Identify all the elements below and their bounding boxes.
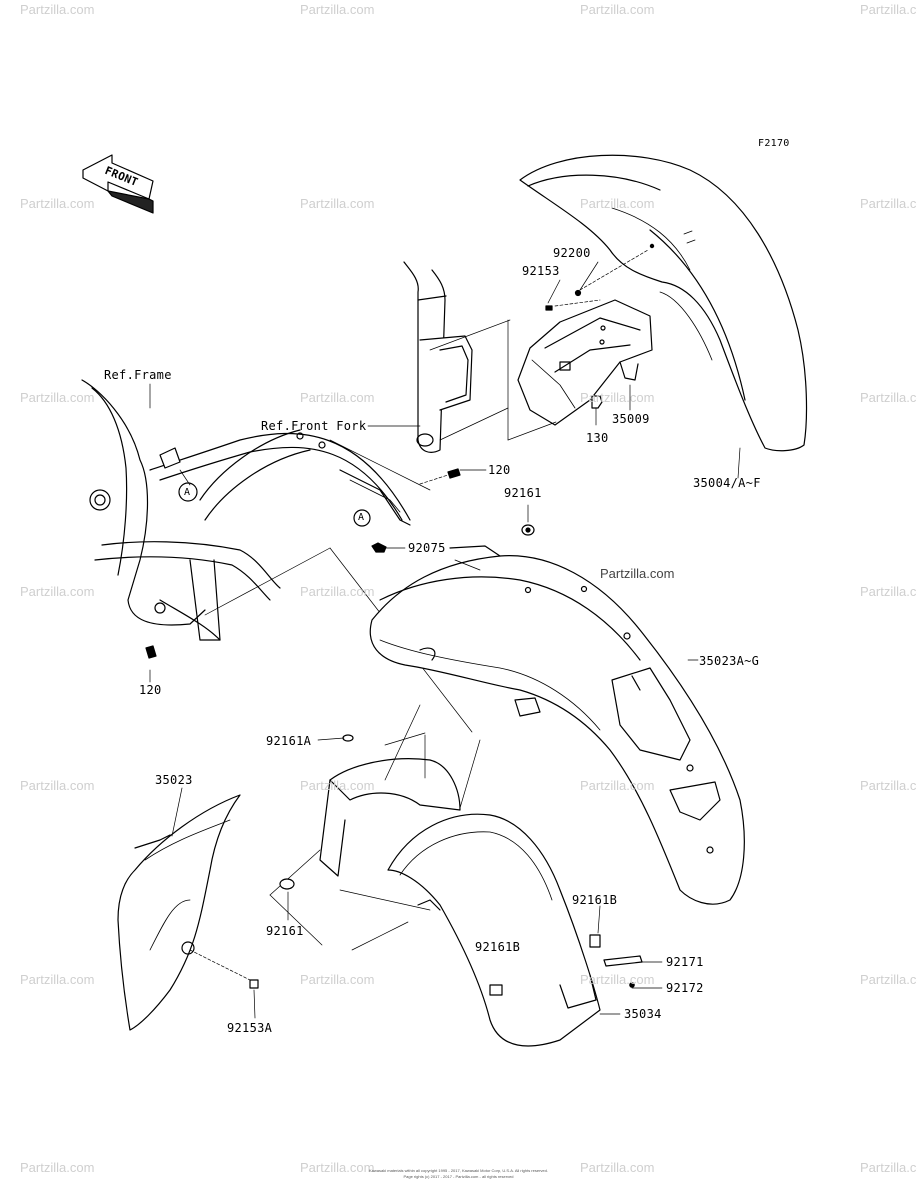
callout-35023[interactable]: 35023: [155, 773, 193, 787]
clip-92075-shape: [371, 542, 387, 553]
watermark: Partzilla.com: [860, 584, 917, 599]
watermark: Partzilla.com: [600, 566, 675, 581]
front-fork-shape: [403, 261, 557, 453]
diagram-code: F2170: [758, 138, 790, 149]
callout-35023ag[interactable]: 35023A~G: [699, 654, 760, 668]
bolt-120-top-shape: [447, 468, 461, 479]
callout-92075[interactable]: 92075: [408, 541, 446, 555]
watermark: Partzilla.com: [860, 972, 917, 987]
callout-35004[interactable]: 35004/A~F: [693, 476, 761, 490]
callout-120-top[interactable]: 120: [488, 463, 511, 477]
callout-92200[interactable]: 92200: [553, 246, 591, 260]
callout-92161-left[interactable]: 92161: [266, 924, 304, 938]
fender-brace-35009-shape: [517, 299, 653, 426]
bolt-92153-shape: [545, 305, 553, 311]
watermark: Partzilla.com: [860, 2, 917, 17]
callout-92153[interactable]: 92153: [522, 264, 560, 278]
watermark: Partzilla.com: [300, 778, 375, 793]
grommet-92161a-shape: [342, 734, 354, 742]
watermark: Partzilla.com: [860, 390, 917, 405]
callout-35034[interactable]: 35034: [624, 1007, 662, 1021]
watermark: Partzilla.com: [20, 196, 95, 211]
watermark: Partzilla.com: [580, 1160, 655, 1175]
watermark: Partzilla.com: [20, 584, 95, 599]
grommet-92161-left-shape: [279, 878, 295, 890]
inner-fender-35034-shape: [269, 704, 601, 1047]
clip-92172-shape: [629, 982, 635, 988]
callout-35009[interactable]: 35009: [612, 412, 650, 426]
watermark: Partzilla.com: [580, 196, 655, 211]
callout-ref-front-fork: Ref.Front Fork: [261, 419, 367, 433]
ref-a-marker-mid: [353, 509, 371, 527]
side-cover-35023-shape: [117, 794, 251, 1031]
strip-92171-shape: [603, 955, 643, 967]
callout-a-left: A: [184, 487, 191, 498]
callout-92172[interactable]: 92172: [666, 981, 704, 995]
callout-ref-frame: Ref.Frame: [104, 368, 172, 382]
watermark: Partzilla.com: [580, 972, 655, 987]
callout-92161b-right[interactable]: 92161B: [572, 893, 618, 907]
watermark: Partzilla.com: [300, 1160, 375, 1175]
watermark: Partzilla.com: [860, 196, 917, 211]
front-fender-35004-shape: [519, 154, 808, 452]
front-direction-arrow-icon: [82, 154, 154, 214]
callout-130[interactable]: 130: [586, 431, 609, 445]
watermark: Partzilla.com: [20, 2, 95, 17]
watermark: Partzilla.com: [300, 390, 375, 405]
callout-92161a[interactable]: 92161A: [266, 734, 312, 748]
callout-92171[interactable]: 92171: [666, 955, 704, 969]
watermark: Partzilla.com: [300, 584, 375, 599]
watermark: Partzilla.com: [860, 778, 917, 793]
callout-leader-lines: [149, 261, 741, 1019]
watermark: Partzilla.com: [20, 1160, 95, 1175]
rear-fender-35023-shape: [369, 545, 745, 905]
watermark: Partzilla.com: [20, 390, 95, 405]
callout-92161-top[interactable]: 92161: [504, 486, 542, 500]
callout-92153a[interactable]: 92153A: [227, 1021, 273, 1035]
callout-120-left[interactable]: 120: [139, 683, 162, 697]
watermark: Partzilla.com: [300, 2, 375, 17]
watermark: Partzilla.com: [580, 2, 655, 17]
frame-shape: [81, 379, 473, 733]
copyright-line-1: Kawasaki materials within all copyright …: [369, 1168, 548, 1173]
watermark: Partzilla.com: [300, 972, 375, 987]
bolt-120-left-shape: [145, 645, 157, 659]
callout-a-mid: A: [358, 512, 365, 523]
callout-92161b-mid[interactable]: 92161B: [475, 940, 521, 954]
watermark: Partzilla.com: [580, 778, 655, 793]
nut-130-shape: [591, 395, 603, 409]
watermark: Partzilla.com: [20, 972, 95, 987]
watermark: Partzilla.com: [300, 196, 375, 211]
watermark: Partzilla.com: [860, 1160, 917, 1175]
screw-92153a-shape: [249, 979, 259, 989]
watermark: Partzilla.com: [20, 778, 95, 793]
copyright-line-2: Page rights (c) 2017 - 2017 - Partzilla.…: [403, 1174, 514, 1179]
watermark: Partzilla.com: [580, 390, 655, 405]
washer-92200-shape: [574, 289, 582, 297]
